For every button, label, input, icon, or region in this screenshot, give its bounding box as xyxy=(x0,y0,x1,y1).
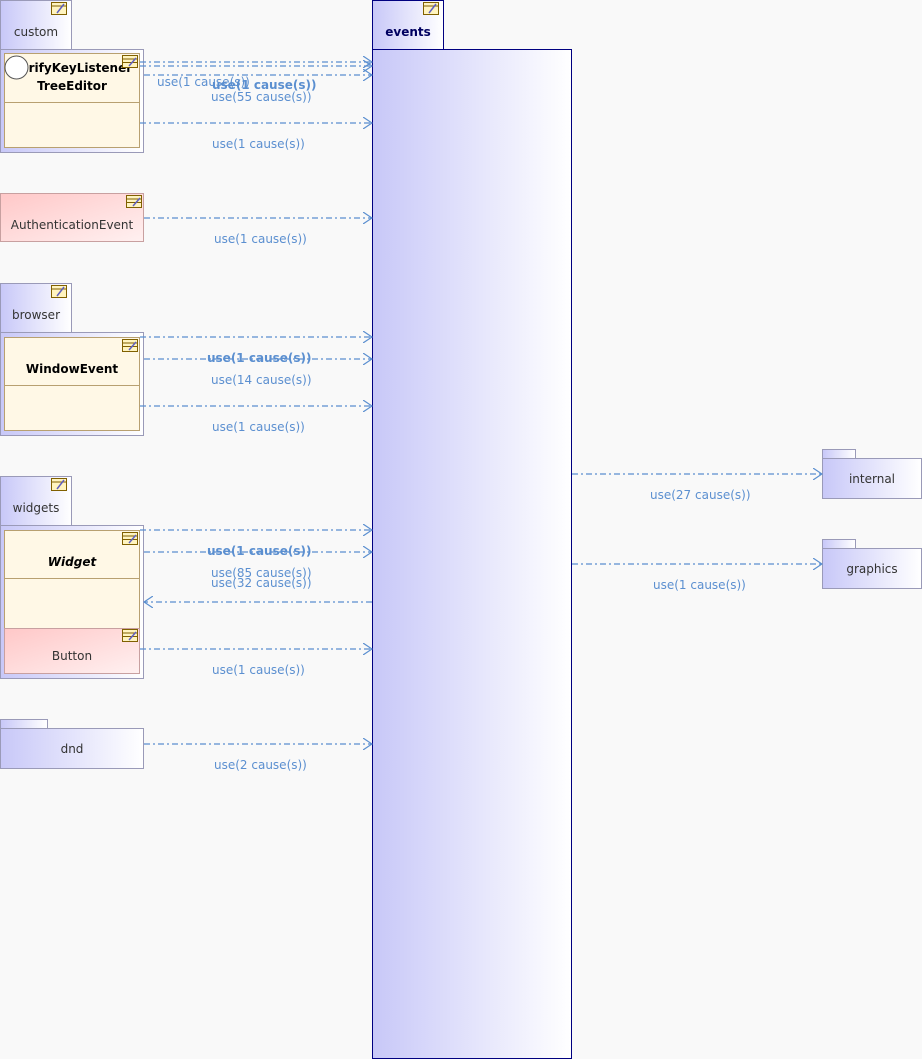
class-widget[interactable]: Widget xyxy=(4,530,140,630)
package-icon xyxy=(51,2,67,15)
package-tab-dnd xyxy=(0,719,48,729)
class-name-tree-editor: TreeEditor xyxy=(37,79,107,93)
package-dnd[interactable]: dnd xyxy=(0,728,144,769)
dependency-label: use(1 cause(s)) xyxy=(214,232,307,246)
package-name-widgets: widgets xyxy=(12,501,60,515)
package-name-dnd: dnd xyxy=(60,742,84,756)
package-name-events: events xyxy=(385,25,431,39)
class-name-button: Button xyxy=(51,649,93,663)
package-body-events[interactable] xyxy=(372,49,572,1059)
package-icon xyxy=(51,478,67,491)
dependency-label: use(55 cause(s)) xyxy=(211,90,312,104)
dependency-label: use(32 cause(s)) xyxy=(211,576,312,590)
class-name-verify-key-listener: VerifyKeyListener xyxy=(11,61,133,75)
class-icon xyxy=(122,532,138,545)
dependency-label: use(2 cause(s)) xyxy=(214,758,307,772)
dependency-label: use(1 cause(s)) xyxy=(157,75,250,89)
dependency-label: use(1 cause(s)) xyxy=(212,420,305,434)
class-authentication-event[interactable]: AuthenticationEvent xyxy=(0,193,144,242)
package-icon xyxy=(423,2,439,15)
class-icon xyxy=(126,195,142,208)
class-icon xyxy=(122,629,138,642)
package-name-internal: internal xyxy=(848,472,896,486)
package-tab-internal xyxy=(822,449,856,459)
package-tab-graphics xyxy=(822,539,856,549)
dependency-label: use(1 cause(s)) xyxy=(207,544,312,558)
class-window-event[interactable]: WindowEvent xyxy=(4,337,140,431)
dependency-label: use(1 cause(s)) xyxy=(212,137,305,151)
package-icon xyxy=(51,285,67,298)
package-internal[interactable]: internal xyxy=(822,458,922,499)
class-icon xyxy=(122,55,138,68)
package-name-browser: browser xyxy=(11,308,60,322)
interface-circle-icon xyxy=(4,55,29,80)
dependency-label: use(1 cause(s)) xyxy=(207,351,312,365)
dependency-label: use(27 cause(s)) xyxy=(650,488,751,502)
package-name-graphics: graphics xyxy=(846,562,898,576)
dependency-label: use(1 cause(s)) xyxy=(212,78,317,92)
class-name-window-event: WindowEvent xyxy=(25,362,119,376)
dependency-label: use(1 cause(s)) xyxy=(653,578,746,592)
package-tab-widgets[interactable]: widgets xyxy=(0,476,72,526)
class-button[interactable]: Button xyxy=(4,628,140,674)
class-name-authentication-event: AuthenticationEvent xyxy=(10,218,134,232)
class-icon xyxy=(122,339,138,352)
package-name-custom: custom xyxy=(13,25,59,39)
dependency-label: use(1 cause(s)) xyxy=(212,663,305,677)
dependency-label: use(85 cause(s)) xyxy=(211,566,312,580)
class-name-widget: Widget xyxy=(47,555,97,569)
dependency-label: use(14 cause(s)) xyxy=(211,373,312,387)
